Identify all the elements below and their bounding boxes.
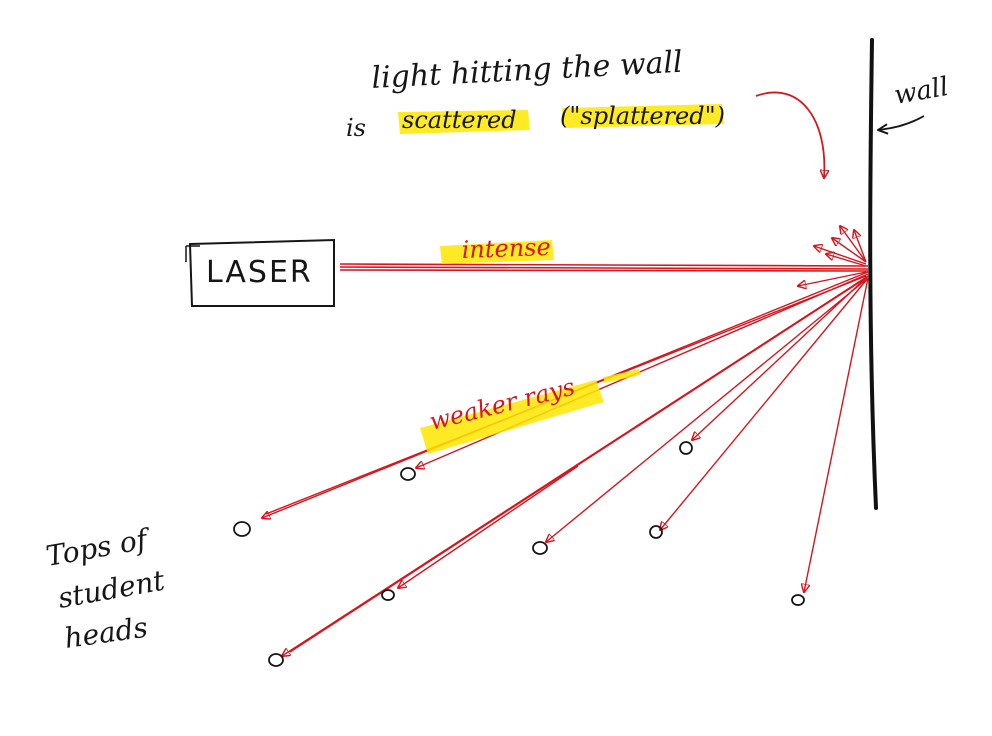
intense-beam bbox=[339, 263, 869, 272]
scattered-highlight bbox=[398, 110, 530, 134]
laser-box: LASER bbox=[185, 238, 335, 307]
ray-4 bbox=[398, 465, 579, 588]
ray-2 bbox=[416, 273, 869, 468]
weaker-highlight bbox=[420, 380, 604, 454]
head-8 bbox=[791, 594, 805, 606]
heads-label-line-1: Tops of bbox=[43, 522, 154, 573]
head-3 bbox=[381, 589, 395, 601]
ray-6 bbox=[660, 277, 869, 530]
intense-label: intense bbox=[461, 233, 551, 264]
caption-scattered: scattered bbox=[402, 106, 517, 134]
weaker-rays bbox=[262, 271, 869, 656]
student-heads bbox=[233, 441, 805, 667]
ray-3b bbox=[289, 277, 867, 653]
ray-8 bbox=[804, 277, 869, 592]
ray-5 bbox=[546, 277, 869, 542]
caption-prefix: is bbox=[346, 114, 366, 142]
heads-label-line-3: heads bbox=[62, 611, 149, 655]
wall-line bbox=[868, 38, 878, 510]
caption-pointer-arrow bbox=[755, 91, 824, 178]
caption-splattered: ("splattered") bbox=[560, 102, 725, 130]
weaker-underline bbox=[603, 369, 641, 383]
intense-highlight bbox=[440, 240, 554, 264]
caption-line-1: light hitting the wall bbox=[371, 45, 684, 96]
head-4 bbox=[532, 541, 548, 555]
laser-label: LASER bbox=[206, 255, 313, 290]
backscatter-arrows bbox=[798, 226, 867, 286]
ray-7 bbox=[692, 275, 869, 440]
head-2 bbox=[400, 467, 416, 481]
wall-pointer-arrow bbox=[878, 115, 925, 130]
head-1 bbox=[233, 521, 251, 537]
splattered-highlight bbox=[562, 104, 724, 128]
wall-label: wall bbox=[892, 72, 951, 111]
head-7 bbox=[268, 653, 284, 667]
heads-label-line-2: student bbox=[55, 564, 167, 615]
head-6 bbox=[649, 525, 663, 539]
head-5 bbox=[679, 441, 693, 455]
